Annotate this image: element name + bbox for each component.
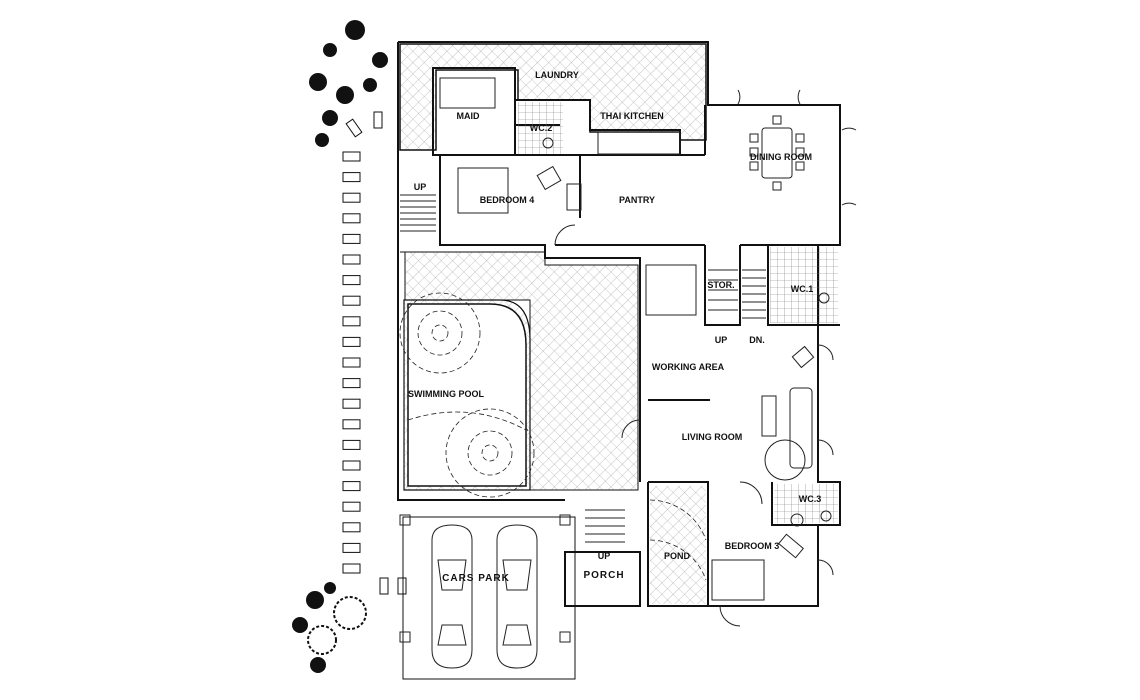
doors (554, 89, 857, 627)
stair-label-up-left: UP (414, 182, 427, 192)
room-label-living-room: LIVING ROOM (682, 432, 743, 442)
stepping-stone (342, 522, 361, 533)
room-label-pond: POND (664, 551, 691, 561)
stepping-stone (342, 295, 361, 306)
room-label-laundry: LAUNDRY (535, 70, 579, 80)
room-label-thai-kitchen: THAI KITCHEN (600, 111, 664, 121)
room-label-working-area: WORKING AREA (652, 362, 725, 372)
stair-label-porch-up: UP (598, 551, 611, 561)
stepping-stones (342, 151, 361, 574)
room-label-pantry: PANTRY (619, 195, 655, 205)
stepping-stone (342, 563, 361, 574)
room-label-dining-room: DINING ROOM (750, 152, 812, 162)
car-icon (431, 524, 473, 669)
stairs (400, 194, 766, 543)
stepping-stone (342, 316, 361, 327)
cars-park (399, 514, 576, 680)
swimming-pool (399, 292, 535, 498)
pond (649, 486, 707, 604)
wc3-tiles (774, 484, 838, 523)
stepping-stone (342, 501, 361, 512)
stepping-stone (342, 378, 361, 389)
stepping-stone (342, 460, 361, 471)
stair-label-up: UP (715, 335, 728, 345)
stepping-stone (342, 481, 361, 492)
car-icon (496, 524, 538, 669)
stair-label-down: DN. (749, 335, 765, 345)
room-label-wc1: WC.1 (791, 284, 814, 294)
stepping-stone (342, 213, 361, 224)
room-label-wc2: WC.2 (530, 123, 553, 133)
stepping-stone (342, 336, 361, 347)
room-label-maid: MAID (457, 111, 480, 121)
wc2-tiles (518, 102, 563, 154)
room-label-swimming-pool: SWIMMING POOL (408, 389, 484, 399)
wc1-tiles (770, 247, 838, 323)
stepping-stone (342, 192, 361, 203)
room-label-bedroom-3: BEDROOM 3 (725, 541, 780, 551)
stepping-stone (342, 275, 361, 286)
stepping-stone (342, 151, 361, 162)
stepping-stone (342, 398, 361, 409)
stepping-stone (342, 357, 361, 368)
stepping-stone (342, 542, 361, 553)
stepping-stone (342, 254, 361, 265)
room-label-porch: PORCH (583, 570, 624, 581)
room-label-cars-park: CARS PARK (442, 573, 510, 584)
tree-icons (292, 20, 407, 673)
room-label-wc3: WC.3 (799, 494, 822, 504)
room-label-storage: STOR. (707, 280, 734, 290)
dining-table (749, 115, 805, 191)
room-label-bedroom-4: BEDROOM 4 (480, 195, 535, 205)
walls (397, 41, 841, 607)
stepping-stone (342, 172, 361, 183)
stepping-stone (342, 439, 361, 450)
stepping-stone (342, 419, 361, 430)
stepping-stone (342, 233, 361, 244)
furniture (439, 77, 832, 601)
